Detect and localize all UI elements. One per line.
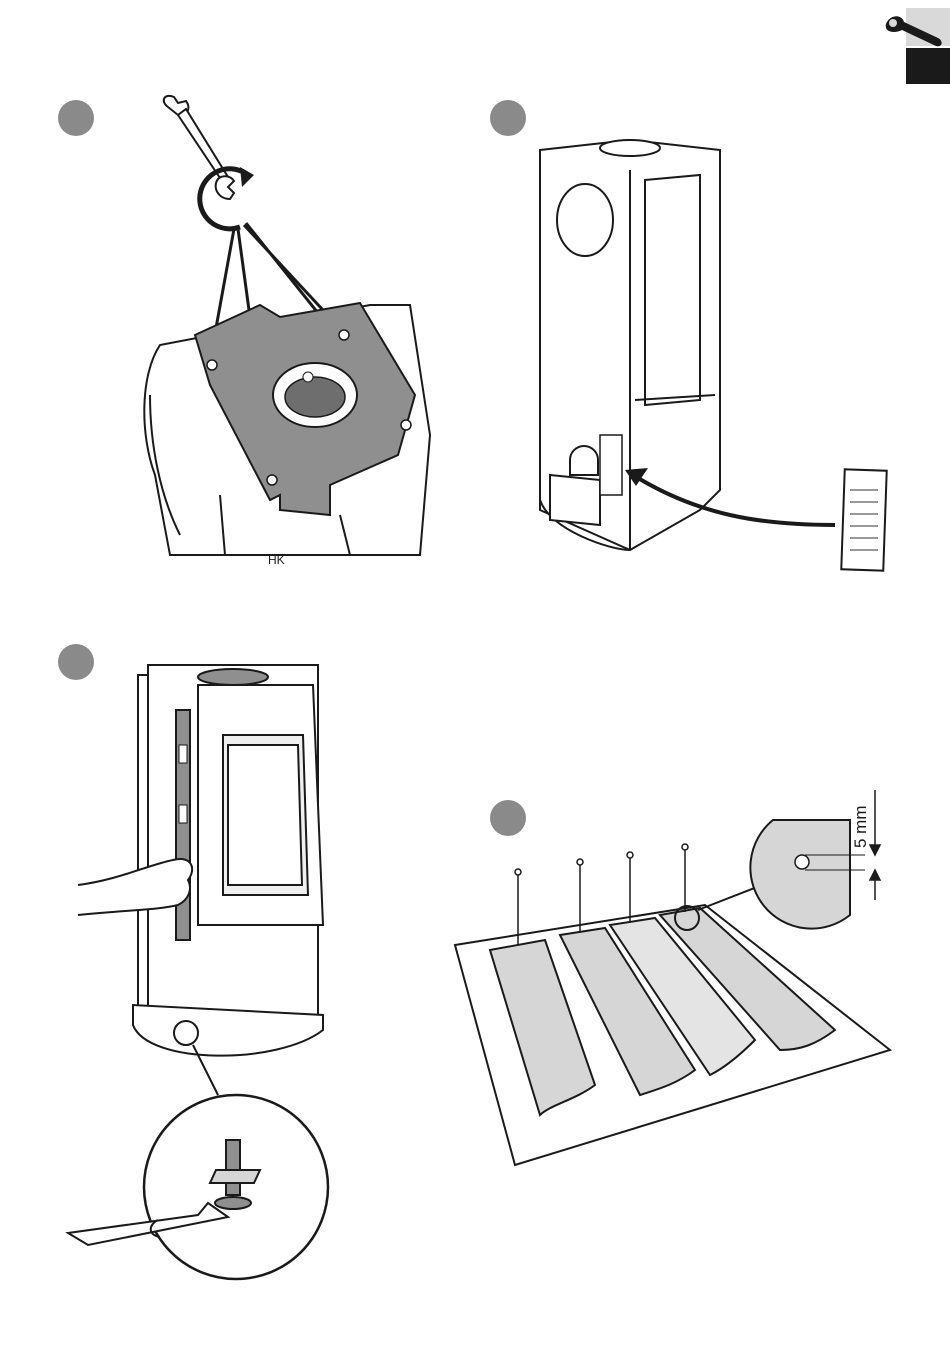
wrench-icon (164, 96, 234, 199)
gap-detail-zoom (750, 820, 865, 929)
rating-plate-icon (841, 469, 886, 570)
step-2-illustration (530, 130, 890, 575)
step-1-illustration (130, 95, 450, 570)
signature-mark: HK (268, 553, 285, 567)
step-badge-2 (490, 100, 526, 136)
stove-rear-body (540, 140, 720, 550)
wrench-icon (880, 10, 948, 50)
step-badge-1 (58, 100, 94, 136)
hand-icon (78, 859, 192, 915)
corner-tab-dark (906, 48, 950, 84)
stove-front-body (133, 665, 323, 1056)
rating-plate-mounted (600, 435, 622, 495)
step-4-illustration (455, 780, 895, 1170)
dimension-arrows (870, 790, 880, 900)
step-3-illustration (78, 655, 348, 1285)
gap-measurement-label: 5 mm (851, 806, 871, 849)
